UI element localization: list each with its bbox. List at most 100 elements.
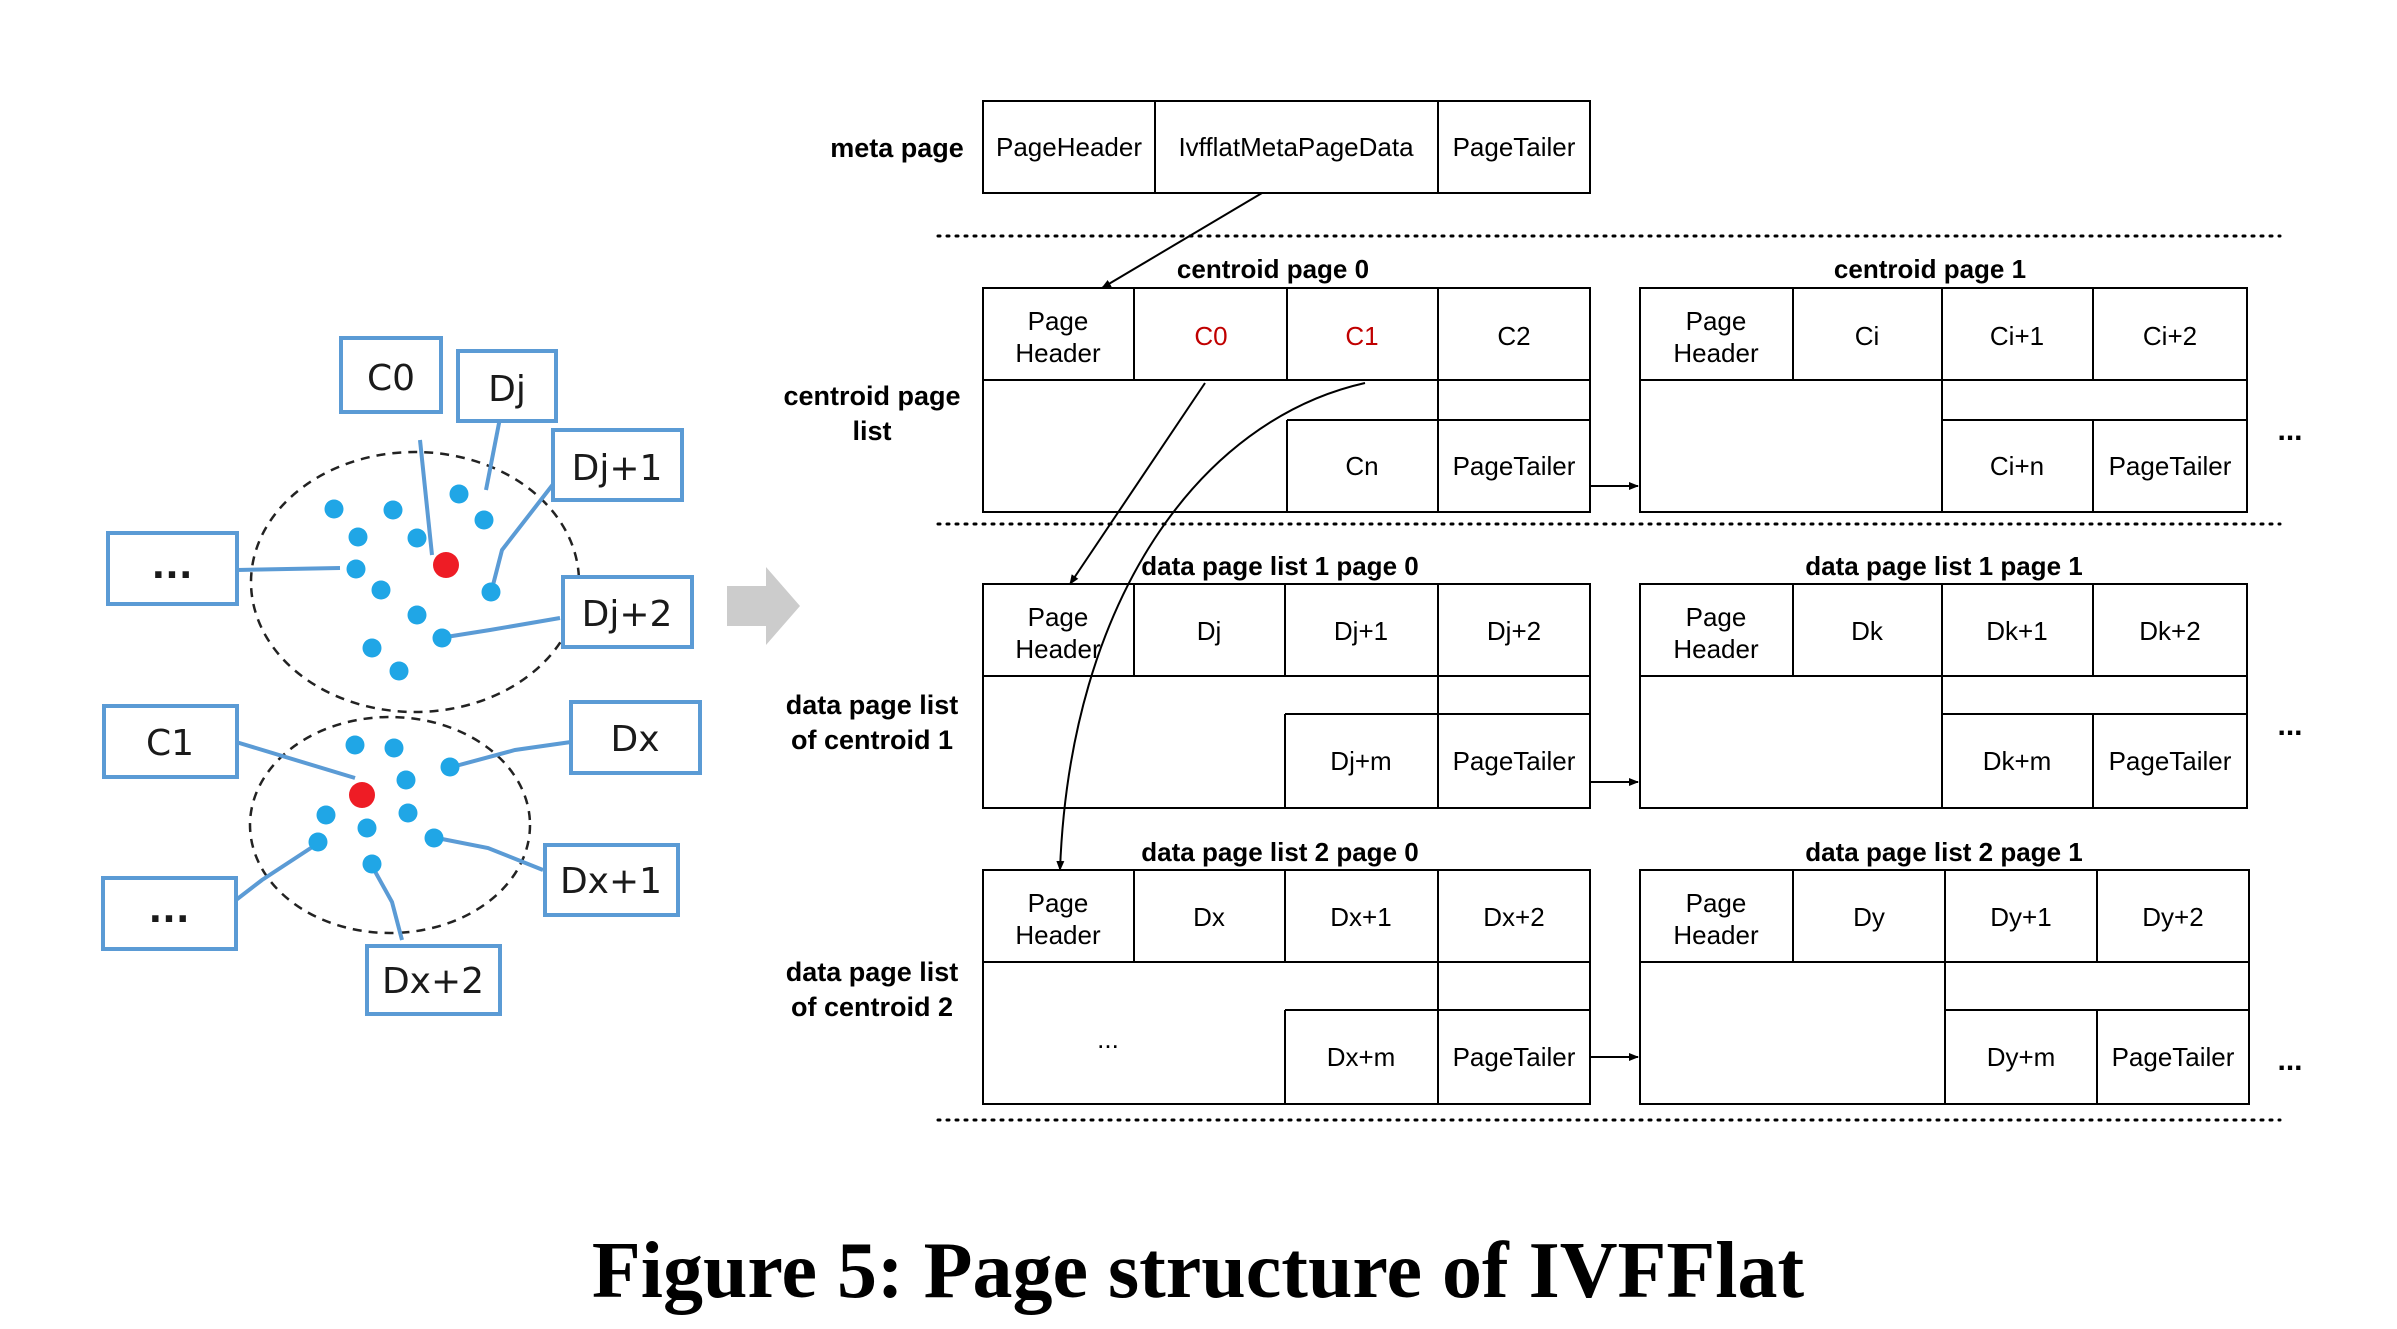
- c1-to-data-list-2-arrow: [1056, 382, 1366, 871]
- centroid-page-0-title: centroid page 0: [1177, 254, 1369, 284]
- data-list-2-page-0-header-line1: Page: [1028, 888, 1089, 918]
- centroid-dot: [349, 782, 375, 808]
- centroid-tag-c0-label: C0: [367, 358, 415, 399]
- data-list-1-page-1-header-line2: Header: [1673, 634, 1759, 664]
- data-list-2-label-line2: of centroid 2: [791, 992, 953, 1022]
- data-list-2-page-1-tailer: PageTailer: [2112, 1042, 2235, 1072]
- data-list-1-page-0: [982, 583, 1591, 809]
- data-list-1-label-line2: of centroid 1: [791, 725, 953, 755]
- vector-tag-dj2-label: Dj+2: [582, 594, 673, 635]
- data-list-1-page-1-cell-dk2: Dk+2: [2139, 616, 2200, 646]
- data-list-2-page-0-header-line2: Header: [1015, 920, 1101, 950]
- data-list-1-page-0-cell-dj: Dj: [1197, 616, 1222, 646]
- more-tag-0: [106, 531, 239, 606]
- centroid-page-1-cell-ci2: Ci+2: [2143, 321, 2197, 351]
- data-list-2-page-0-tailer: PageTailer: [1453, 1042, 1576, 1072]
- centroid-tag-c0: [339, 336, 443, 414]
- data-list-2-page-0-cell-dx: Dx: [1193, 902, 1225, 932]
- data-list-1-page-0-tailer: PageTailer: [1453, 746, 1576, 776]
- centroid-page-0-tailer: PageTailer: [1453, 451, 1576, 481]
- vector-tag-dj1: [551, 428, 684, 502]
- vector-tag-dx: [569, 700, 702, 775]
- data-list-1-label-line1: data page list: [786, 690, 959, 720]
- data-list-2-more: ...: [2277, 1044, 2302, 1077]
- cluster-boundary-0: [249, 450, 581, 714]
- cluster-boundary-1: [248, 715, 532, 935]
- data-list-1-page-0-cell-djm: Dj+m: [1330, 746, 1391, 776]
- centroid-tag-c1: [102, 704, 239, 779]
- more-tag-1-label: ...: [148, 890, 189, 931]
- vector-tag-dx1-label: Dx+1: [560, 861, 662, 902]
- vector-tag-dx-label: Dx: [610, 719, 659, 760]
- centroid-page-1: [1639, 287, 2248, 513]
- centroid-page-0: [982, 287, 1591, 513]
- data-list-1-page-1-cell-dk: Dk: [1851, 616, 1884, 646]
- data-list-2-page-1: [1639, 869, 2250, 1105]
- data-list-2-page-0: [982, 869, 1591, 1105]
- data-list-2-page-1-header-line1: Page: [1686, 888, 1747, 918]
- data-list-1-page-0-cell-dj2: Dj+2: [1487, 616, 1541, 646]
- vector-tag-dj: [456, 349, 558, 423]
- data-list-2-page-1-header-line2: Header: [1673, 920, 1759, 950]
- centroid-page-0-cell-c2: C2: [1497, 321, 1530, 351]
- data-list-2-page-1-title: data page list 2 page 1: [1805, 837, 2082, 867]
- data-list-1-page-1-tailer: PageTailer: [2109, 746, 2232, 776]
- centroid-page-1-tailer: PageTailer: [2109, 451, 2232, 481]
- centroid-page-1-cell-ci1: Ci+1: [1990, 321, 2044, 351]
- meta-page-label: meta page: [830, 133, 964, 163]
- page-links: [1056, 192, 1639, 1061]
- meta-page: [982, 100, 1591, 194]
- data-list-2-page-1-cell-dy1: Dy+1: [1990, 902, 2051, 932]
- vector-tag-dj-label: Dj: [488, 369, 526, 410]
- vector-tag-dx2-label: Dx+2: [382, 961, 484, 1002]
- c0-to-data-list-1-arrow: [1069, 382, 1206, 585]
- vector-dots: [308, 484, 501, 874]
- centroid-list-more: ...: [2277, 414, 2302, 447]
- figure-caption: Figure 5: Page structure of IVFFlat: [592, 1227, 1805, 1315]
- meta-page-tailer-cell: PageTailer: [1453, 132, 1576, 162]
- data-list-2-page-0-cell-dxm: Dx+m: [1327, 1042, 1396, 1072]
- data-list-1-page-0-cell-dj1: Dj+1: [1334, 616, 1388, 646]
- centroid-page-0-cell-c1: C1: [1345, 321, 1378, 351]
- centroid-page-1-header-line2: Header: [1673, 338, 1759, 368]
- data-list-1-page-1-cell-dk1: Dk+1: [1986, 616, 2047, 646]
- data-list-2-page-1-cell-dy: Dy: [1853, 902, 1885, 932]
- section-separators: [936, 234, 2282, 1122]
- data-list-2-page-1-cell-dy2: Dy+2: [2142, 902, 2203, 932]
- centroid-page-0-cell-c0: C0: [1194, 321, 1227, 351]
- more-tag-1: [101, 876, 238, 951]
- data-list-1-page-0-header-line2: Header: [1015, 634, 1101, 664]
- data-list-1-page-0-header-line1: Page: [1028, 602, 1089, 632]
- centroid-dot: [433, 552, 459, 578]
- centroid-page-1-cell-ci: Ci: [1855, 321, 1880, 351]
- meta-page-header-cell: PageHeader: [996, 132, 1142, 162]
- centroid-tag-c1-label: C1: [146, 723, 194, 764]
- leader-lines: [234, 417, 572, 941]
- data-list-2-page-0-cell-dx2: Dx+2: [1483, 902, 1544, 932]
- data-list-2-label-line1: data page list: [786, 957, 959, 987]
- centroid-page-0-header-line2: Header: [1015, 338, 1101, 368]
- centroid-page-0-cell-cn: Cn: [1345, 451, 1378, 481]
- data-list-1-page-0-title: data page list 1 page 0: [1141, 551, 1418, 581]
- data-list-1-page-1-title: data page list 1 page 1: [1805, 551, 2082, 581]
- data-list-1-page-1: [1639, 583, 2248, 809]
- data-list-1-page-1-cell-dkm: Dk+m: [1983, 746, 2052, 776]
- data-list-2-page-0-filler: ...: [1097, 1024, 1119, 1054]
- centroid-page-1-header-line1: Page: [1686, 306, 1747, 336]
- vector-tag-dx1: [543, 843, 680, 917]
- data-list-2-page-0-cell-dx1: Dx+1: [1330, 902, 1391, 932]
- vector-tag-dx2: [365, 944, 502, 1016]
- data-list-1-page-1-header-line1: Page: [1686, 602, 1747, 632]
- centroid-page-1-cell-cin: Ci+n: [1990, 451, 2044, 481]
- transition-arrow: [727, 567, 800, 645]
- centroid-list-label-line1: centroid page: [783, 381, 960, 411]
- data-list-2-page-0-title: data page list 2 page 0: [1141, 837, 1418, 867]
- meta-page-data-cell: IvfflatMetaPageData: [1178, 132, 1414, 162]
- centroid-page-1-title: centroid page 1: [1834, 254, 2026, 284]
- data-list-1-more: ...: [2277, 709, 2302, 742]
- more-tag-0-label: ...: [151, 546, 192, 587]
- vector-tag-dj2: [561, 575, 694, 649]
- meta-to-centroid-arrow: [1101, 192, 1263, 289]
- centroid-list-label-line2: list: [852, 416, 891, 446]
